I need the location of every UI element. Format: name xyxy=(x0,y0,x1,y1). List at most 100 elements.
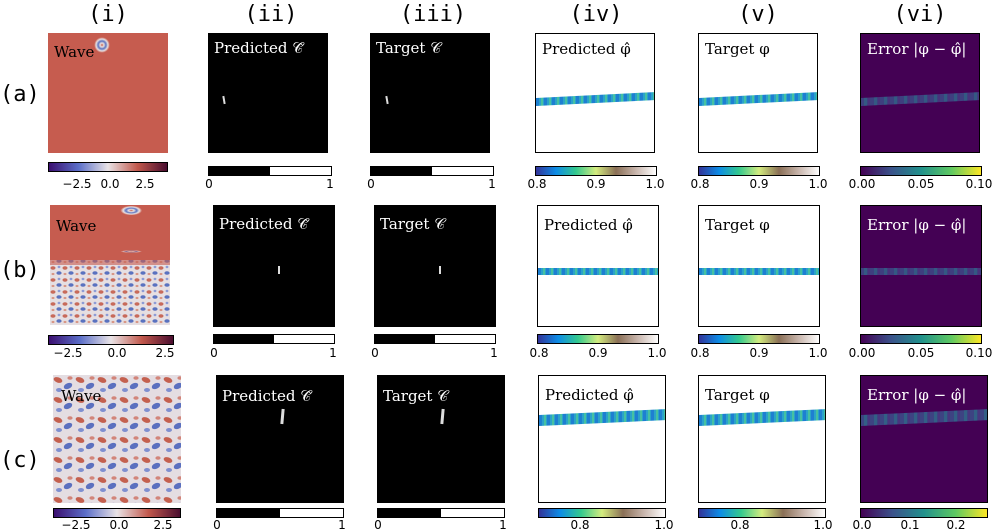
binary-tick-target-b-1: 1 xyxy=(490,346,498,360)
phi-tick-target-a-2: 1.0 xyxy=(808,177,828,191)
phi-hat-symbol-c: φ̂ xyxy=(623,386,634,404)
wave-panel-a: Wave xyxy=(48,33,168,153)
phi-tick-target-b-1: 0.9 xyxy=(749,346,769,360)
error-colorbar-a xyxy=(860,166,982,176)
wave-tick-b-2: 2.5 xyxy=(155,346,175,360)
target-phi-label-b: Target xyxy=(705,216,760,234)
target-c-panel-c: Target 𝒞 xyxy=(377,375,505,503)
c-hat-symbol-b: 𝒞̂ xyxy=(297,215,309,233)
binary-colorbar-pred-a xyxy=(208,166,332,176)
binary-tick-pred-c-1: 1 xyxy=(338,518,346,532)
error-label-b: Error xyxy=(867,216,914,234)
binary-tick-target-c-0: 0 xyxy=(374,518,382,532)
error-tick-a-0: 0.00 xyxy=(848,177,876,191)
predicted-c-label-c: Predicted xyxy=(222,387,301,405)
phi-tick-pred-b-0: 0.8 xyxy=(529,346,549,360)
target-c-label-a: Target xyxy=(376,39,431,57)
target-phi-panel-c: Target φ xyxy=(698,375,826,503)
phi-symbol-c: φ xyxy=(759,386,770,404)
crack-mark-target-c xyxy=(440,408,445,425)
phi-tick-target-b-0: 0.8 xyxy=(690,346,710,360)
phi-hat-symbol-a: φ̂ xyxy=(620,40,631,58)
wave-tick-c-1: 0.0 xyxy=(109,518,129,532)
phi-tick-target-c-1: 1.0 xyxy=(813,518,833,532)
c-symbol-a: 𝒞 xyxy=(430,39,442,57)
predicted-phi-label-a: Predicted xyxy=(542,40,621,58)
crack-mark-target-b xyxy=(439,266,441,274)
row-header-c: (c) xyxy=(0,448,40,473)
binary-colorbar-target-a xyxy=(370,166,494,176)
phi-colorbar-target-c xyxy=(698,508,826,518)
binary-colorbar-target-b xyxy=(374,334,496,344)
target-phi-label-c: Target xyxy=(705,386,760,404)
error-tick-c-2: 0.2 xyxy=(946,518,966,532)
error-symbol-b: |φ − φ̂| xyxy=(913,216,967,234)
binary-colorbar-pred-c xyxy=(216,508,344,518)
error-symbol-a: |φ − φ̂| xyxy=(913,40,967,58)
binary-tick-pred-b-0: 0 xyxy=(210,346,218,360)
target-phi-panel-b: Target φ xyxy=(698,205,820,327)
binary-colorbar-pred-b xyxy=(213,334,335,344)
c-hat-symbol-c: 𝒞̂ xyxy=(300,387,312,405)
phi-colorbar-pred-b xyxy=(537,334,659,344)
predicted-phi-panel-b: Predicted φ̂ xyxy=(537,205,659,327)
error-panel-c: Error |φ − φ̂| xyxy=(860,375,988,503)
wave-tick-b-1: 0.0 xyxy=(107,346,127,360)
wave-tick-a-2: 2.5 xyxy=(135,177,155,191)
phi-colorbar-pred-c xyxy=(538,508,666,518)
error-tick-b-0: 0.00 xyxy=(848,346,876,360)
crack-mark-target-a xyxy=(385,95,389,105)
wave-panel-b: Wave xyxy=(50,205,170,325)
error-tick-c-0: 0.0 xyxy=(852,518,872,532)
binary-colorbar-target-c xyxy=(377,508,505,518)
error-label-a: Error xyxy=(867,40,914,58)
predicted-phi-panel-a: Predicted φ̂ xyxy=(535,33,655,153)
wave-label-c: Wave xyxy=(61,387,102,405)
crack-mark-pred-c xyxy=(280,408,285,425)
target-phi-label-a: Target xyxy=(705,40,760,58)
column-header-vi: (vi) xyxy=(893,2,947,27)
binary-tick-target-b-0: 0 xyxy=(371,346,379,360)
phi-tick-pred-c-0: 0.8 xyxy=(570,518,590,532)
binary-tick-pred-b-1: 1 xyxy=(329,346,337,360)
predicted-c-panel-c: Predicted 𝒞̂ xyxy=(216,375,344,503)
phi-colorbar-target-b xyxy=(698,334,820,344)
phi-tick-pred-c-1: 1.0 xyxy=(654,518,674,532)
binary-tick-target-a-0: 0 xyxy=(367,177,375,191)
error-symbol-c: |φ − φ̂| xyxy=(913,386,967,404)
phi-tick-pred-b-2: 1.0 xyxy=(647,346,667,360)
phi-tick-target-c-0: 0.8 xyxy=(730,518,750,532)
wave-tick-a-0: −2.5 xyxy=(62,177,92,191)
wave-tick-c-0: −2.5 xyxy=(61,518,91,532)
phi-colorbar-target-a xyxy=(698,166,820,176)
wave-tick-b-0: −2.5 xyxy=(53,346,83,360)
target-phi-panel-a: Target φ xyxy=(698,33,818,153)
error-tick-a-1: 0.05 xyxy=(907,177,935,191)
crack-mark-pred-b xyxy=(278,266,280,274)
error-tick-b-2: 0.10 xyxy=(965,346,993,360)
binary-tick-target-a-1: 1 xyxy=(488,177,496,191)
wave-tick-c-2: 2.5 xyxy=(153,518,173,532)
phi-tick-target-b-2: 1.0 xyxy=(808,346,828,360)
error-tick-c-1: 0.1 xyxy=(900,518,920,532)
wave-colorbar-a xyxy=(48,162,168,172)
predicted-c-label-a: Predicted xyxy=(214,39,293,57)
error-panel-b: Error |φ − φ̂| xyxy=(860,205,982,327)
row-header-a: (a) xyxy=(0,82,40,107)
target-c-label-b: Target xyxy=(380,215,435,233)
phi-tick-target-a-0: 0.8 xyxy=(690,177,710,191)
binary-tick-target-c-1: 1 xyxy=(499,518,507,532)
phi-tick-pred-a-0: 0.8 xyxy=(527,177,547,191)
error-tick-a-2: 0.10 xyxy=(965,177,993,191)
phi-tick-pred-a-2: 1.0 xyxy=(645,177,665,191)
binary-tick-pred-c-0: 0 xyxy=(213,518,221,532)
phi-tick-target-a-1: 0.9 xyxy=(749,177,769,191)
predicted-c-label-b: Predicted xyxy=(219,215,298,233)
column-header-ii: (ii) xyxy=(244,2,298,27)
target-c-panel-b: Target 𝒞 xyxy=(374,205,496,327)
c-symbol-b: 𝒞 xyxy=(434,215,446,233)
error-colorbar-b xyxy=(860,334,982,344)
predicted-phi-label-b: Predicted xyxy=(544,216,623,234)
column-header-iii: (iii) xyxy=(399,2,467,27)
binary-tick-pred-a-1: 1 xyxy=(326,177,334,191)
